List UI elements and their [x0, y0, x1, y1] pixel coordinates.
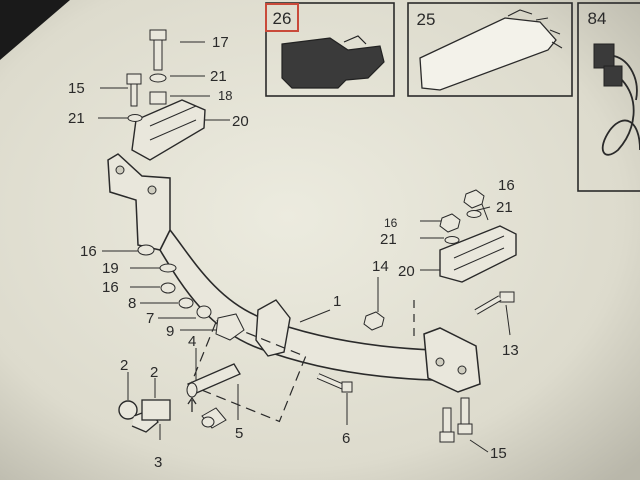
bolt-6[interactable] [316, 373, 353, 393]
spacer-18[interactable] [149, 91, 167, 105]
inset-label: 84 [588, 9, 607, 28]
leader-lines [98, 41, 511, 453]
callout-labels: 17 21 18 15 21 20 16 19 16 8 7 9 4 2 2 3… [68, 34, 519, 471]
washer-21[interactable] [149, 73, 167, 83]
callout-19: 19 [102, 260, 119, 277]
callout-21: 21 [496, 199, 513, 216]
clamp-9[interactable] [215, 313, 245, 341]
callout-9: 9 [166, 323, 174, 340]
cover-cap-detail [343, 35, 367, 45]
bolt-15[interactable] [439, 407, 455, 443]
left-bracket-20[interactable] [131, 99, 206, 161]
bracket-hole [115, 165, 125, 175]
bolt-17[interactable] [149, 29, 167, 71]
callout-7: 7 [146, 310, 154, 327]
washer-21[interactable] [466, 210, 482, 218]
nut-14[interactable] [363, 311, 385, 331]
nut-16[interactable] [160, 282, 176, 294]
callout-21: 21 [380, 231, 397, 248]
callout-1: 1 [333, 293, 341, 310]
wiring-harness [601, 55, 640, 156]
washer-21[interactable] [127, 114, 143, 122]
callout-16: 16 [384, 216, 398, 230]
inset-panel-26[interactable]: 26 [265, 2, 395, 97]
wiring-connector [593, 43, 615, 69]
right-mounting-plate[interactable] [423, 327, 481, 393]
monitor-bezel [0, 0, 70, 60]
nut-16[interactable] [463, 189, 485, 209]
callout-16: 16 [80, 243, 97, 260]
callout-15: 15 [68, 80, 85, 97]
washer-19[interactable] [159, 263, 177, 273]
arrow-indicator [187, 396, 197, 412]
nut-8[interactable] [178, 297, 194, 309]
bolt-13[interactable] [474, 291, 515, 315]
inset-label: 25 [417, 10, 436, 29]
plate-hole [457, 365, 467, 375]
callout-4: 4 [188, 333, 196, 350]
callout-21: 21 [68, 110, 85, 127]
callout-17: 17 [212, 34, 229, 51]
callout-2: 2 [150, 364, 158, 381]
callout-2: 2 [120, 357, 128, 374]
towball-mount-2[interactable] [141, 399, 171, 421]
callout-18: 18 [218, 88, 232, 103]
callout-14: 14 [372, 258, 389, 275]
callout-20: 20 [398, 263, 415, 280]
center-clamp-bracket[interactable] [255, 299, 291, 357]
dashed-detail-box [189, 319, 307, 423]
cover-cap-illustration [281, 37, 385, 89]
plate-hole [435, 357, 445, 367]
callout-16: 16 [498, 177, 515, 194]
bag-drawstring [507, 9, 563, 49]
inset-label: 26 [273, 9, 292, 28]
callout-3: 3 [154, 454, 162, 471]
bracket-hole [147, 185, 157, 195]
pin-4[interactable] [186, 363, 241, 398]
nut-16[interactable] [137, 244, 155, 256]
wiring-connector [603, 65, 623, 87]
callout-15: 15 [490, 445, 507, 462]
right-bracket-20[interactable] [439, 225, 517, 283]
nut-16[interactable] [439, 213, 461, 233]
sleeve-5[interactable] [201, 407, 227, 429]
callout-20: 20 [232, 113, 249, 130]
washer-21[interactable] [444, 236, 460, 244]
inset-label-box [265, 3, 299, 32]
bolt-15[interactable] [126, 73, 142, 107]
inset-panel-25[interactable]: 25 [407, 2, 573, 97]
callout-8: 8 [128, 295, 136, 312]
bolt-15[interactable] [457, 397, 473, 435]
callout-6: 6 [342, 430, 350, 447]
washer-7[interactable] [196, 305, 212, 319]
callout-5: 5 [235, 425, 243, 442]
protective-bag-illustration [419, 17, 557, 91]
callout-21: 21 [210, 68, 227, 85]
callout-16: 16 [102, 279, 119, 296]
callout-13: 13 [502, 342, 519, 359]
inset-panel-84[interactable]: 84 [577, 2, 640, 192]
left-side-bracket[interactable] [107, 153, 171, 251]
